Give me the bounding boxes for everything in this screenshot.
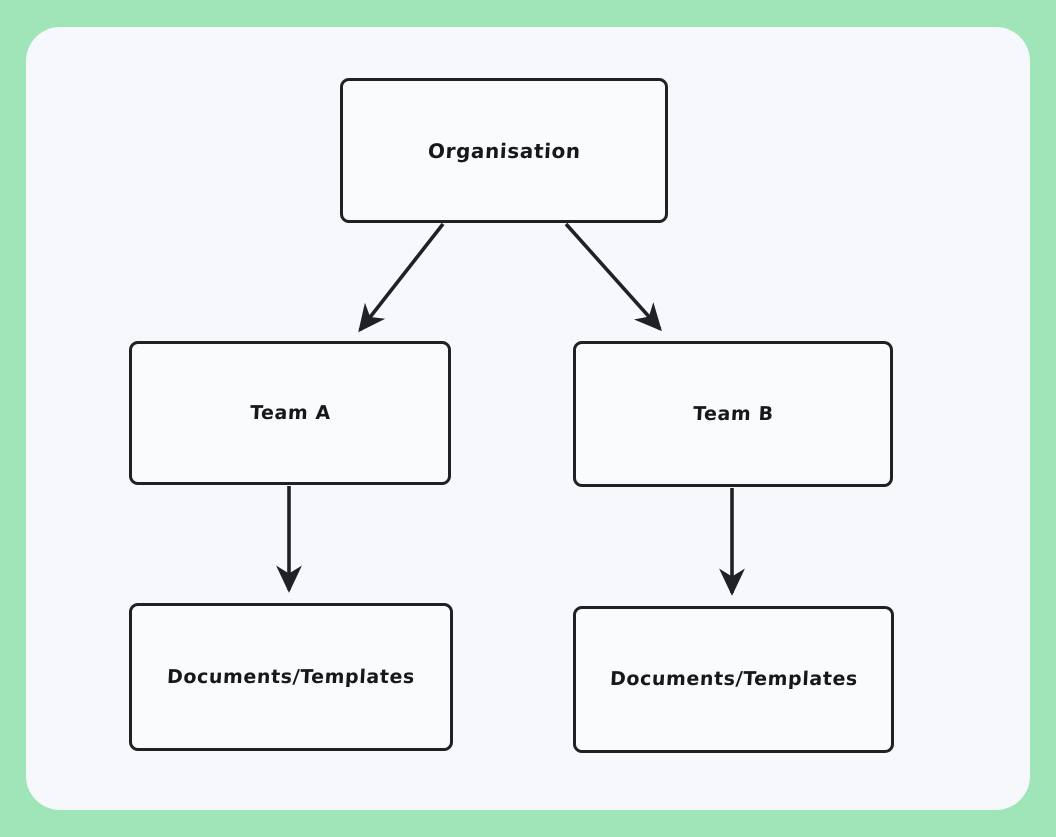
node-organisation-label: Organisation (426, 138, 582, 163)
edge-organisation-to-team-b (564, 222, 662, 332)
node-documents-templates-b[interactable]: Documents/Templates (573, 606, 894, 753)
node-documents-templates-a[interactable]: Documents/Templates (129, 603, 453, 751)
node-team-b-label: Team B (692, 402, 774, 425)
node-documents-templates-a-label: Documents/Templates (166, 665, 416, 688)
node-team-a-label: Team A (249, 401, 332, 424)
node-team-a[interactable]: Team A (129, 341, 451, 485)
node-documents-templates-b-label: Documents/Templates (608, 668, 859, 691)
node-organisation[interactable]: Organisation (340, 78, 668, 223)
edge-organisation-to-team-a (358, 222, 445, 333)
node-team-b[interactable]: Team B (573, 341, 893, 487)
